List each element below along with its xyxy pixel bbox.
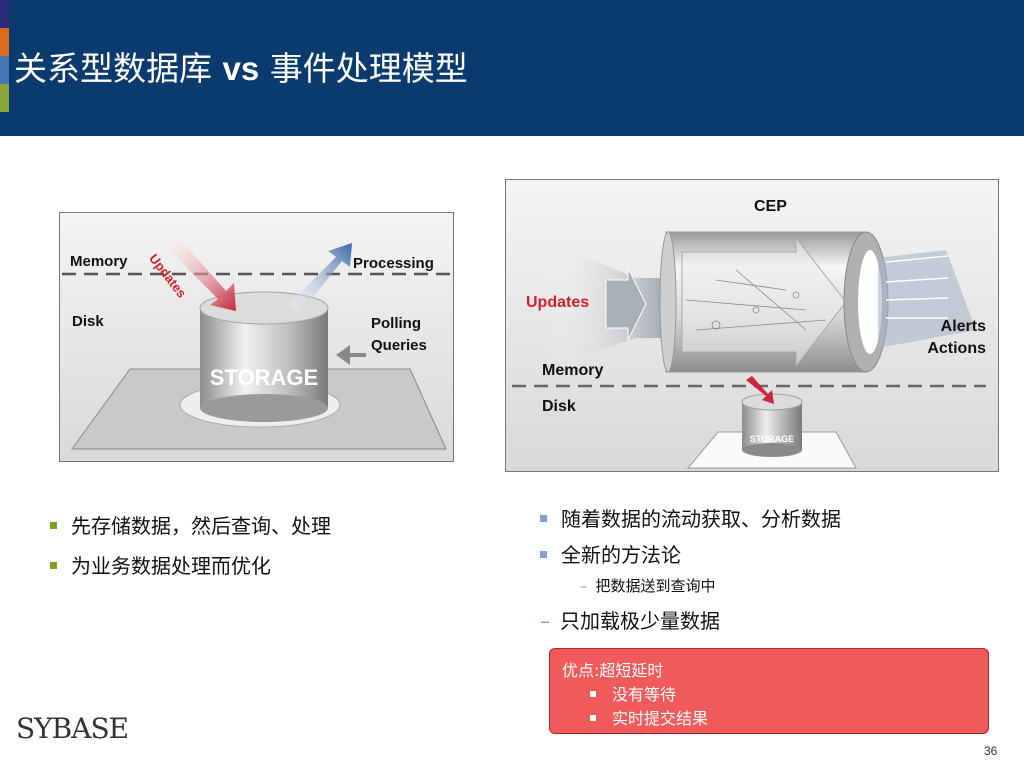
list-item-text: 只加载极少量数据 bbox=[560, 609, 720, 633]
accent-strip-navy bbox=[0, 0, 9, 28]
flow-arrow-icon bbox=[681, 236, 847, 368]
cep-label: CEP bbox=[754, 198, 787, 215]
sub-list-item: –把数据送到查询中 bbox=[580, 575, 716, 596]
sybase-logo: SYBASE bbox=[16, 712, 129, 745]
advantages-heading: 优点:超短延时 bbox=[562, 661, 664, 680]
list-item: 随着数据的流动获取、分析数据 bbox=[540, 503, 841, 532]
list-item: 全新的方法论 bbox=[540, 539, 681, 568]
list-item-text: 全新的方法论 bbox=[561, 543, 681, 567]
title-bar: 关系型数据库 vs 事件处理模型 bbox=[0, 0, 1024, 136]
storage-label: STORAGE bbox=[210, 365, 318, 390]
polling-label-line1: Polling bbox=[371, 315, 421, 332]
slide-title: 关系型数据库 vs 事件处理模型 bbox=[14, 42, 468, 90]
list-item: 实时提交结果 bbox=[590, 705, 708, 729]
list-item-text: 没有等待 bbox=[612, 685, 677, 704]
list-item: –只加载极少量数据 bbox=[540, 605, 720, 634]
polling-label-line2: Queries bbox=[371, 337, 427, 354]
accent-strip-green bbox=[0, 84, 9, 112]
accent-strip-blue bbox=[0, 56, 9, 84]
dash-bullet-icon: – bbox=[580, 577, 588, 595]
dash-bullet-icon: – bbox=[540, 609, 550, 633]
storage-cylinder-bottom bbox=[200, 394, 328, 422]
bullet-square-icon bbox=[590, 714, 596, 721]
processing-label: Processing bbox=[353, 255, 434, 272]
title-suffix: 事件处理模型 bbox=[259, 49, 468, 88]
right-memory-label: Memory bbox=[542, 362, 604, 379]
storage-diagram-graphics: STORAGE bbox=[62, 237, 450, 450]
processing-arrow-icon bbox=[288, 243, 352, 313]
small-storage-arrow-icon bbox=[746, 376, 774, 404]
actions-label: Actions bbox=[927, 340, 986, 357]
left-disk-label: Disk bbox=[72, 313, 104, 330]
small-storage-label: STORAGE bbox=[750, 434, 794, 444]
bullet-square-icon bbox=[50, 562, 57, 569]
updates-arrow-icon bbox=[166, 237, 236, 311]
left-memory-label: Memory bbox=[70, 253, 128, 270]
right-disk-label: Disk bbox=[542, 398, 576, 415]
bullet-square-icon bbox=[590, 690, 596, 697]
storage-diagram: STORAGE Memory Disk Updates Processing P… bbox=[59, 212, 454, 462]
page-number: 36 bbox=[984, 744, 998, 758]
polling-arrow-icon bbox=[336, 345, 366, 365]
cep-tube-opening bbox=[858, 250, 882, 354]
bullet-square-icon bbox=[540, 515, 547, 522]
accent-strip-orange bbox=[0, 28, 9, 56]
cep-diagram-graphics: STORAGE bbox=[512, 231, 986, 469]
cep-diagram: STORAGE CEP Updates Memory Disk Alerts A… bbox=[505, 179, 999, 472]
title-prefix: 关系型数据库 bbox=[14, 49, 223, 88]
bullet-square-icon bbox=[540, 551, 547, 558]
list-item: 没有等待 bbox=[590, 681, 676, 705]
list-item-text: 把数据送到查询中 bbox=[595, 577, 716, 595]
list-item-text: 实时提交结果 bbox=[612, 709, 709, 728]
list-item-text: 先存储数据，然后查询、处理 bbox=[71, 514, 331, 538]
advantages-callout: 优点:超短延时 没有等待 实时提交结果 bbox=[549, 648, 989, 734]
list-item: 为业务数据处理而优化 bbox=[50, 550, 271, 579]
right-updates-label: Updates bbox=[526, 294, 590, 311]
alerts-label: Alerts bbox=[940, 318, 986, 335]
storage-cylinder-body bbox=[200, 308, 328, 408]
output-arrows-icon bbox=[885, 255, 949, 319]
input-arrow-icon bbox=[605, 267, 647, 341]
title-vs: vs bbox=[222, 50, 260, 87]
list-item-text: 为业务数据处理而优化 bbox=[71, 554, 271, 578]
bullet-square-icon bbox=[50, 522, 57, 529]
list-item: 先存储数据，然后查询、处理 bbox=[50, 510, 331, 539]
query-graph-icon bbox=[685, 269, 827, 331]
list-item-text: 随着数据的流动获取、分析数据 bbox=[561, 507, 841, 531]
cep-tube-inlet bbox=[659, 231, 677, 373]
small-storage-bottom bbox=[742, 443, 802, 457]
